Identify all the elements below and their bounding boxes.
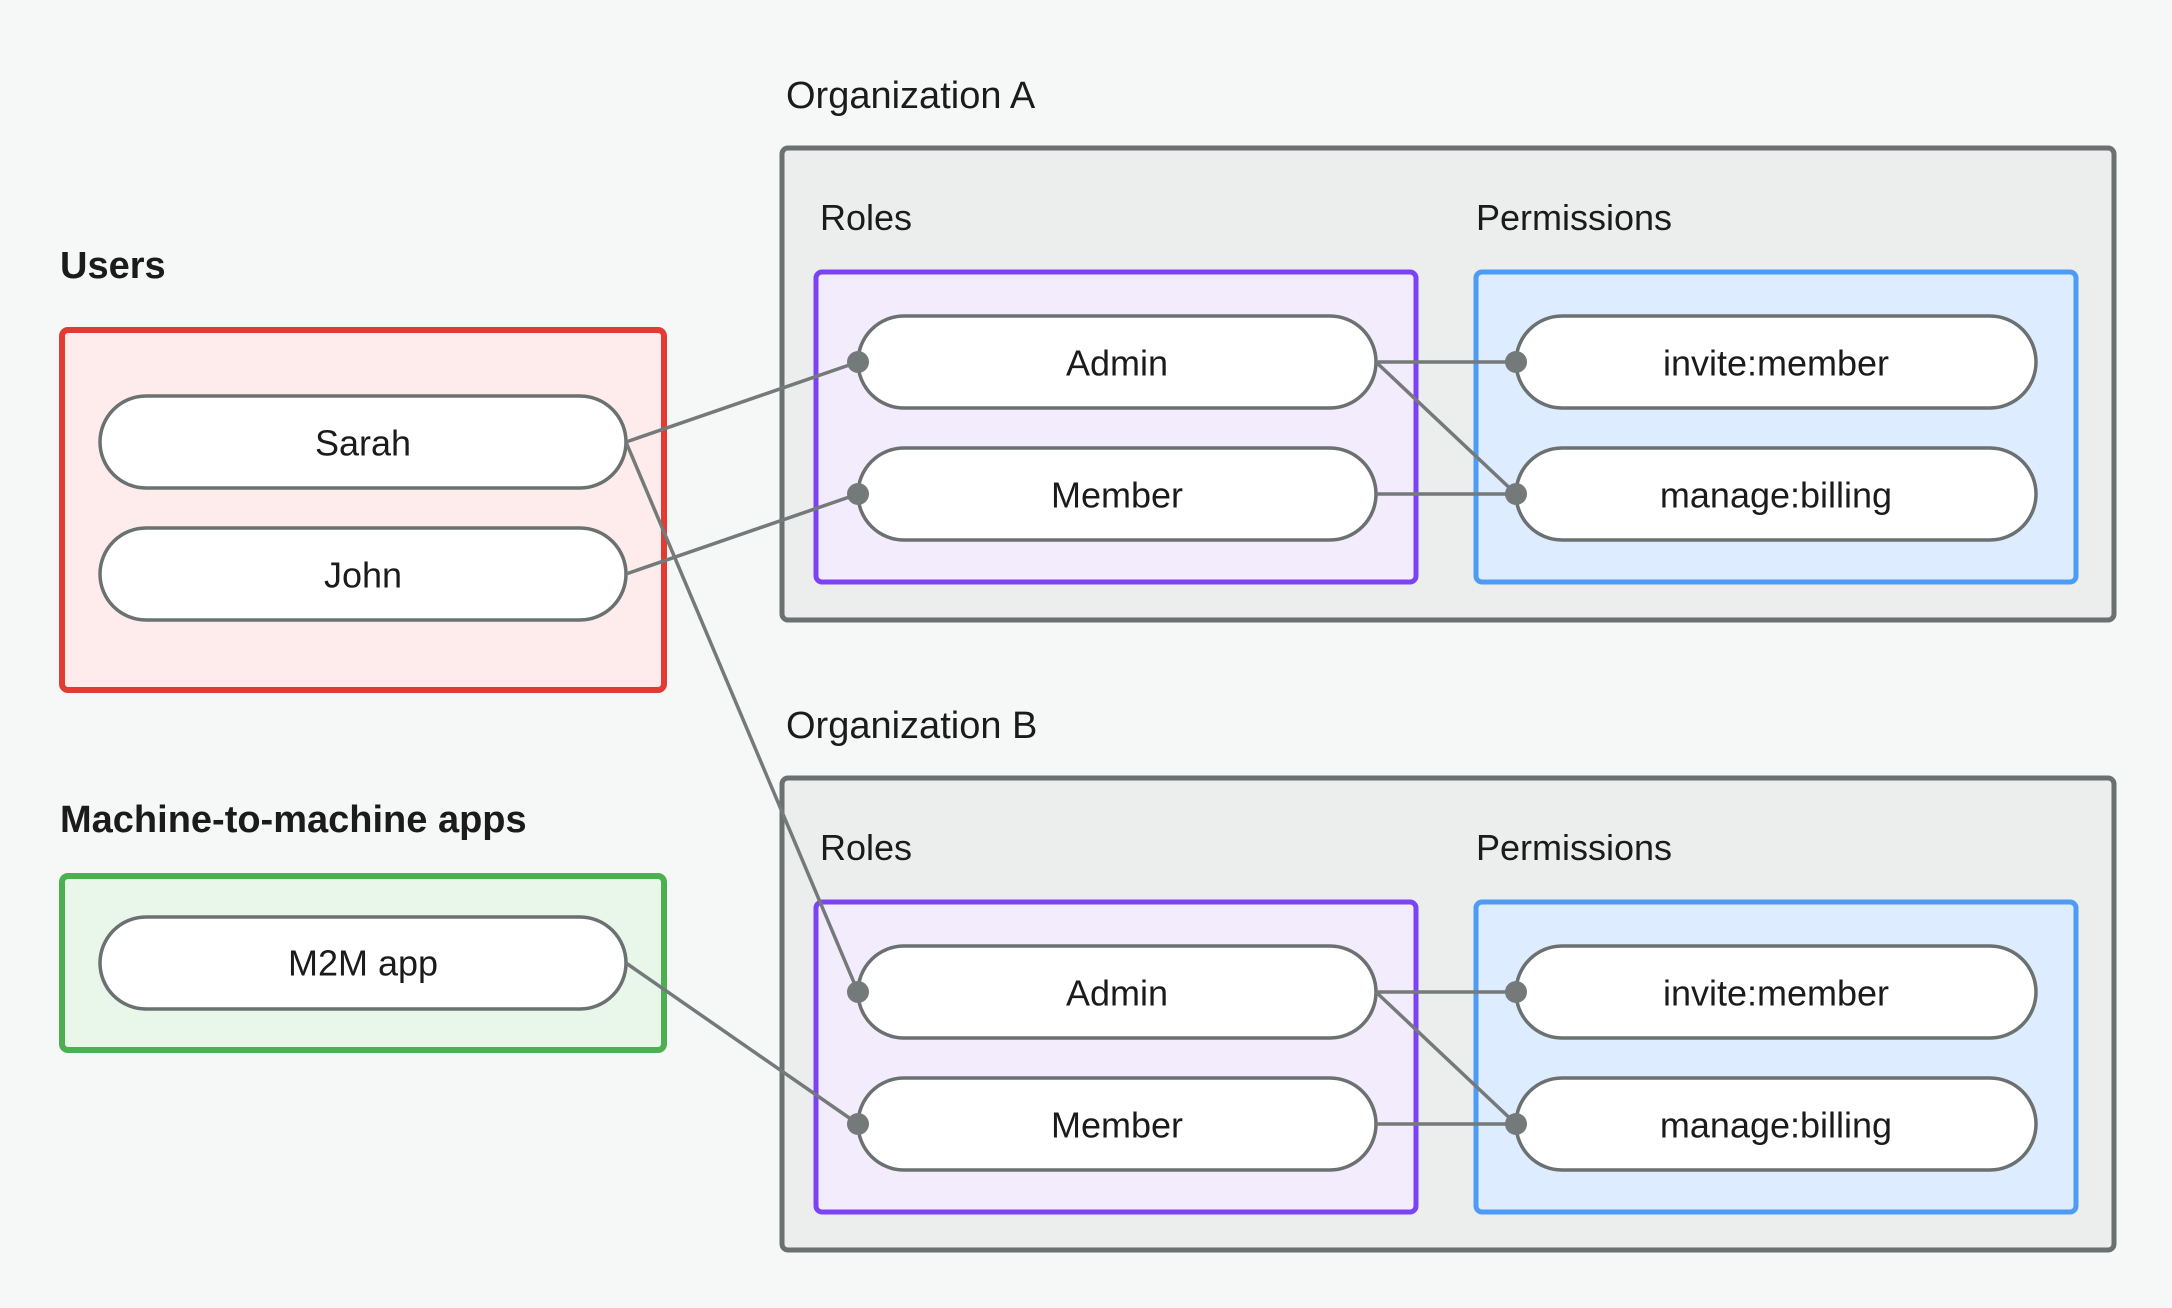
org-b-title: Organization B [786, 705, 1037, 747]
node-b-manage-billing-label: manage:billing [1660, 1105, 1892, 1146]
edge-dot-org-a-member-in [847, 483, 869, 505]
edge-m2m-app-to-org-b-member [625, 961, 859, 1126]
node-john-label: John [324, 555, 402, 596]
node-a-admin[interactable]: Admin [856, 314, 1378, 410]
node-b-invite-member[interactable]: invite:member [1514, 944, 2038, 1040]
edge-john-to-org-a-member [625, 492, 859, 576]
node-a-admin-label: Admin [1066, 343, 1168, 384]
edge-dot-org-b-member-in [847, 1113, 869, 1135]
node-m2m-app[interactable]: M2M app [98, 915, 628, 1011]
node-a-manage-billing-label: manage:billing [1660, 475, 1892, 516]
node-sarah-label: Sarah [315, 423, 411, 464]
node-john[interactable]: John [98, 526, 628, 622]
org-b-permissions-label: Permissions [1476, 827, 1672, 868]
org-b-roles-label: Roles [820, 827, 912, 868]
node-sarah[interactable]: Sarah [98, 394, 628, 490]
node-b-admin[interactable]: Admin [856, 944, 1378, 1040]
node-a-invite-member[interactable]: invite:member [1514, 314, 2038, 410]
node-b-admin-label: Admin [1066, 973, 1168, 1014]
edge-dot-org-a-invite-member-in [1505, 351, 1527, 373]
node-b-invite-member-label: invite:member [1663, 973, 1889, 1014]
node-a-member[interactable]: Member [856, 446, 1378, 542]
edge-org-a-admin-to-manage-billing [1374, 360, 1518, 496]
users-container [59, 327, 667, 693]
node-b-manage-billing[interactable]: manage:billing [1514, 1076, 2038, 1172]
node-a-manage-billing[interactable]: manage:billing [1514, 446, 2038, 542]
m2m-group-label: Machine-to-machine apps [60, 799, 527, 841]
org-a-permissions-label: Permissions [1476, 197, 1672, 238]
edge-org-b-admin-to-manage-billing [1374, 990, 1518, 1126]
org-a-title: Organization A [786, 75, 1036, 117]
edge-dot-org-a-manage-billing-in [1505, 483, 1527, 505]
node-b-member[interactable]: Member [856, 1076, 1378, 1172]
users-group-label: Users [60, 245, 166, 287]
node-a-invite-member-label: invite:member [1663, 343, 1889, 384]
edge-sarah-to-org-a-admin [625, 360, 859, 444]
edge-dot-org-b-manage-billing-in [1505, 1113, 1527, 1135]
edge-sarah-to-org-b-admin [624, 441, 860, 993]
edge-dot-org-a-admin-in [847, 351, 869, 373]
org-a-roles-label: Roles [820, 197, 912, 238]
node-m2m-app-label: M2M app [288, 943, 438, 984]
node-b-member-label: Member [1051, 1105, 1183, 1146]
edge-dot-org-b-invite-member-in [1505, 981, 1527, 1003]
node-a-member-label: Member [1051, 475, 1183, 516]
edge-dot-org-b-admin-in [847, 981, 869, 1003]
